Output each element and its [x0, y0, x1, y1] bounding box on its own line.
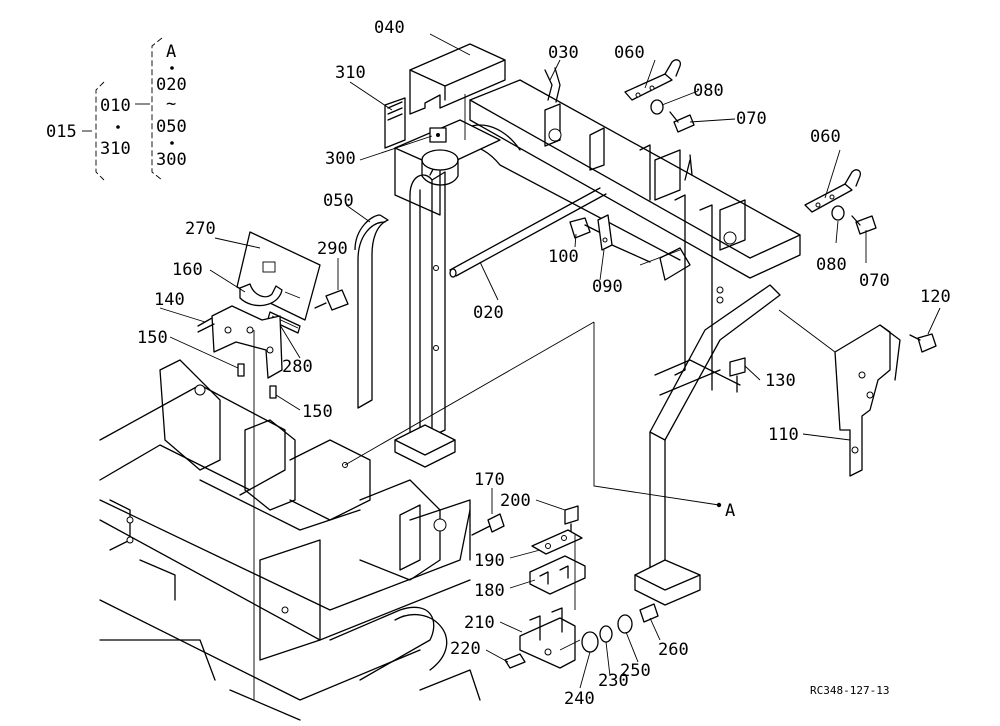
legend-group-a-item-2: 310: [100, 139, 131, 159]
part-290-screw: [314, 289, 349, 311]
reference-code: RC348-127-13: [810, 684, 889, 697]
part-180-clamp: [529, 555, 586, 595]
part-050-pad: [354, 214, 389, 409]
label-A: A: [725, 501, 735, 521]
label-100: 100: [548, 247, 579, 267]
label-180: 180: [474, 581, 505, 601]
part-240-bushing: [581, 631, 599, 653]
label-250: 250: [620, 661, 651, 681]
part-100-bolt: [569, 217, 606, 239]
part-120-bolt: [909, 333, 937, 353]
label-080-lower: 080: [816, 255, 847, 275]
leader-lines: [159, 33, 941, 689]
part-110-bracket: [834, 324, 901, 477]
label-080-upper: 080: [693, 81, 724, 101]
part-130-bolt: [729, 357, 746, 393]
part-040-pad: [409, 43, 506, 115]
part-060-latch-upper: [624, 59, 682, 101]
part-labels: 040 030 060 080 070 310 300 060 050 270 …: [137, 18, 951, 709]
part-310-decal: [384, 97, 406, 149]
label-040: 040: [374, 18, 405, 38]
part-190-plate: [531, 529, 583, 555]
legend-group-b-item-3: 050: [156, 117, 187, 137]
part-140-bracket: [197, 305, 283, 379]
center-lines: [253, 94, 836, 700]
part-070-bolt-upper: [669, 111, 695, 133]
legend-root-label: 015: [46, 122, 77, 142]
label-130: 130: [765, 371, 796, 391]
part-170-bolt: [471, 513, 505, 536]
label-240: 240: [564, 689, 595, 709]
base-frame: [99, 359, 481, 721]
part-090-bracket: [597, 214, 691, 281]
part-080-washer-lower: [831, 205, 845, 221]
label-070-lower: 070: [859, 271, 890, 291]
part-260-bolt: [639, 603, 659, 623]
part-160-clamp: [239, 283, 283, 307]
label-030: 030: [548, 43, 579, 63]
part-210-bracket: [519, 607, 576, 669]
label-150-lower: 150: [302, 402, 333, 422]
label-020: 020: [473, 303, 504, 323]
label-300: 300: [325, 149, 356, 169]
part-020-rod: [449, 187, 607, 278]
label-290: 290: [317, 239, 348, 259]
legend-group-b-item-1: A: [166, 42, 176, 62]
part-150-grommet-lower: [269, 385, 277, 399]
label-120: 120: [920, 287, 951, 307]
legend-group-b-item-2: 020: [156, 75, 187, 95]
legend-range-mark: ~: [166, 94, 176, 114]
part-220-pad: [504, 653, 526, 669]
label-260: 260: [658, 640, 689, 660]
part-270-panel: [236, 231, 321, 321]
label-160: 160: [172, 260, 203, 280]
label-070-upper: 070: [736, 109, 767, 129]
label-210: 210: [464, 613, 495, 633]
legend: 015 010 310 A 020 ~ 050 300: [46, 37, 187, 181]
label-140: 140: [154, 290, 185, 310]
part-080-washer-upper: [650, 99, 664, 115]
label-200: 200: [500, 491, 531, 511]
label-310: 310: [335, 63, 366, 83]
label-280: 280: [282, 357, 313, 377]
legend-group-a-item-1: 010: [100, 96, 131, 116]
label-170: 170: [474, 470, 505, 490]
part-250-washer: [617, 614, 633, 634]
label-060-lower: 060: [810, 127, 841, 147]
label-050: 050: [323, 191, 354, 211]
label-190: 190: [474, 551, 505, 571]
label-270: 270: [185, 219, 216, 239]
rops-frame: [394, 79, 801, 606]
label-230: 230: [598, 671, 629, 691]
label-110: 110: [768, 425, 799, 445]
part-200-bolt: [564, 505, 579, 539]
part-230-washer: [599, 625, 613, 643]
label-150-upper: 150: [137, 328, 168, 348]
part-060-latch-lower: [804, 169, 862, 213]
label-060-upper: 060: [614, 43, 645, 63]
part-030-handle: [544, 67, 561, 103]
label-090: 090: [592, 277, 623, 297]
legend-group-b-item-4: 300: [156, 150, 187, 170]
part-070-bolt-lower: [851, 215, 877, 235]
part-150-grommet-upper: [237, 363, 245, 377]
label-220: 220: [450, 639, 481, 659]
